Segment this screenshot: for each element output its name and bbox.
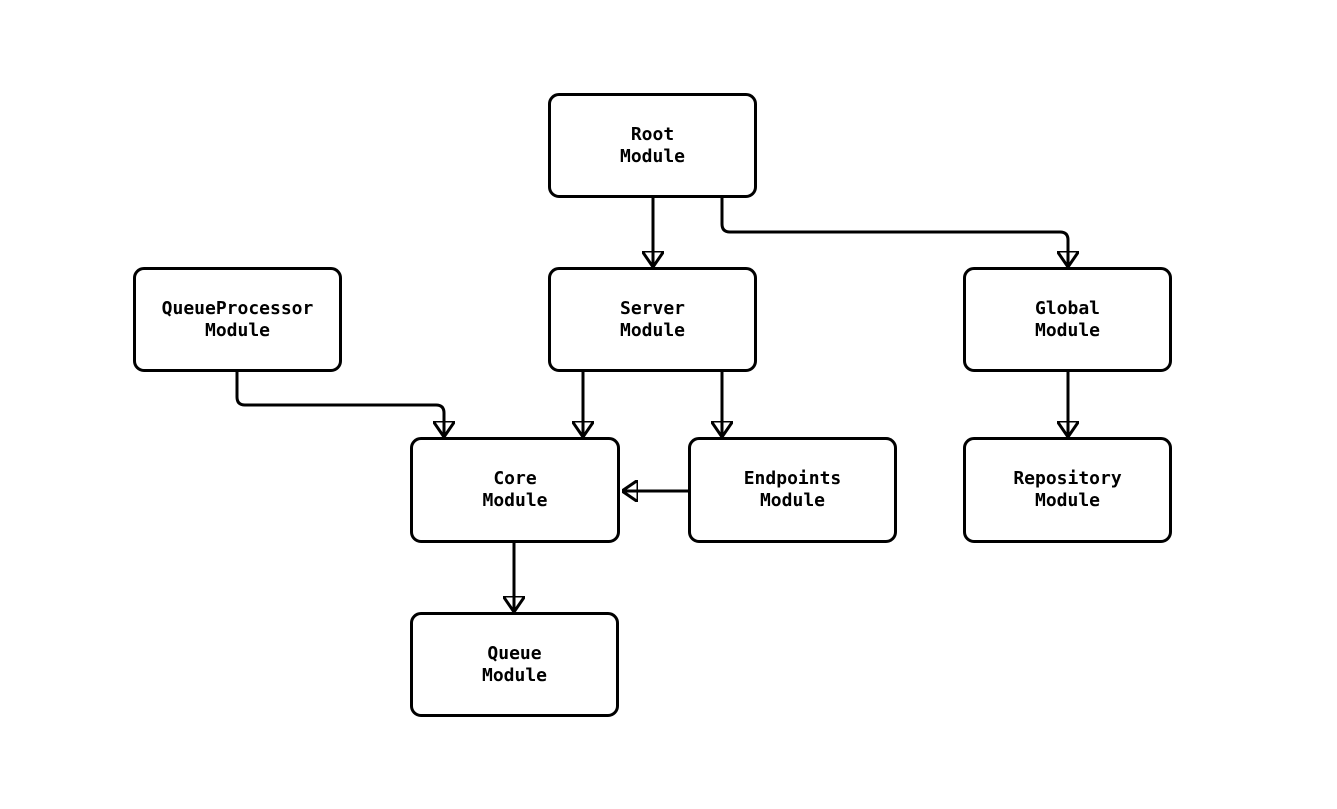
node-global-module-label: Global Module	[1034, 297, 1101, 341]
node-repository-module: Repository Module	[963, 437, 1172, 543]
node-global-module: Global Module	[963, 267, 1172, 372]
node-root-module-label: Root Module	[619, 123, 686, 167]
node-server-module: Server Module	[548, 267, 757, 372]
node-core-module-label: Core Module	[482, 468, 548, 511]
node-endpoints-module: Endpoints Module	[688, 437, 897, 543]
edge-root-to-global	[720, 198, 1068, 265]
node-queueprocessor-module: QueueProcessor Module	[133, 267, 342, 372]
edge-queueprocessor-to-core	[235, 372, 444, 435]
node-root-module: Root Module	[548, 93, 757, 198]
node-queue-module-label: Queue Module	[481, 642, 548, 686]
node-repository-module-label: Repository Module	[1013, 468, 1122, 511]
node-server-module-label: Server Module	[619, 297, 686, 341]
node-queue-module: Queue Module	[410, 612, 619, 717]
node-queueprocessor-module-label: QueueProcessor Module	[161, 297, 314, 341]
node-endpoints-module-label: Endpoints Module	[743, 468, 842, 511]
node-core-module: Core Module	[410, 437, 620, 543]
